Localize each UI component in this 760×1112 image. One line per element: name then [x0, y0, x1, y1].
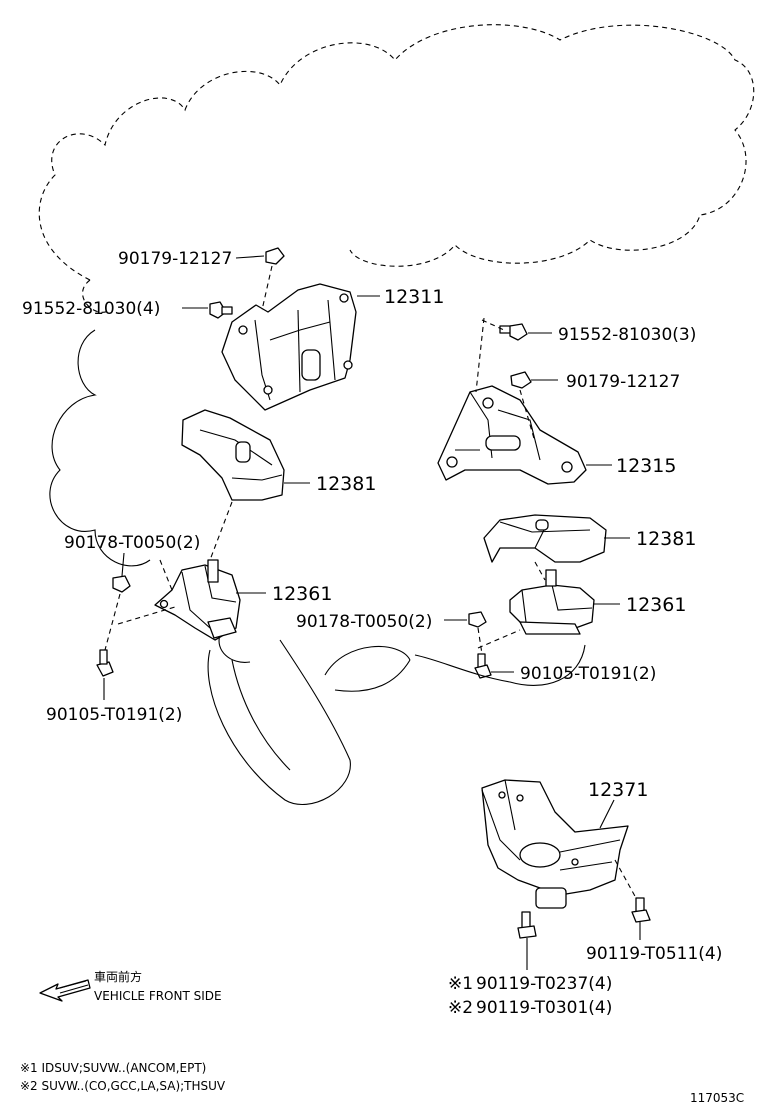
bracket-12311	[221, 283, 357, 411]
callout-labels: 90179-12127 91552-81030(4) 12311 91552-8…	[22, 249, 722, 1018]
label-90179-top: 90179-12127	[118, 249, 232, 269]
bolt-90105-left-icon	[96, 649, 114, 677]
bolt-90179-top-icon	[261, 247, 285, 311]
label-90119-t0237: 90119-T0237(4)	[476, 974, 612, 994]
label-90119-t0301: 90119-T0301(4)	[476, 998, 612, 1018]
engine-outline	[38, 24, 755, 692]
note-2: ※2 SUVW..(CO,GCC,LA,SA);THSUV	[20, 1079, 226, 1093]
bolt-91552-left-icon	[209, 301, 233, 319]
legend-front-en: VEHICLE FRONT SIDE	[94, 989, 222, 1003]
bolt-90119-t0511-icon	[614, 859, 651, 923]
vehicle-front-legend: 車両前方 VEHICLE FRONT SIDE	[39, 969, 222, 1003]
nut-90179-right-icon	[510, 371, 532, 389]
label-12381-right: 12381	[636, 528, 696, 550]
label-12381-left: 12381	[316, 473, 376, 495]
note-1: ※1 IDSUV;SUVW..(ANCOM,EPT)	[20, 1061, 206, 1075]
mount-12361-right	[509, 569, 595, 635]
nut-90178-right-icon	[468, 611, 487, 628]
label-12361-right: 12361	[626, 594, 686, 616]
transmission-tube	[207, 634, 351, 805]
mount-12371	[481, 779, 629, 909]
nut-90178-left-icon	[112, 575, 131, 593]
figure-id: 117053C	[690, 1091, 744, 1105]
insulator-12381-right	[483, 514, 607, 563]
assembly-lines-right-mid	[414, 561, 586, 686]
bracket-12315	[437, 385, 587, 485]
label-91552-left: 91552-81030(4)	[22, 299, 160, 319]
label-90105-right: 90105-T0191(2)	[520, 664, 656, 684]
label-90179-right: 90179-12127	[566, 372, 680, 392]
assembly-lines-left	[104, 501, 233, 651]
label-91552-right: 91552-81030(3)	[558, 325, 696, 345]
label-90178-left: 90178-T0050(2)	[64, 533, 200, 553]
label-90178-right: 90178-T0050(2)	[296, 612, 432, 632]
front-arrow-icon	[39, 979, 91, 1002]
bolt-91552-right-icon	[499, 323, 528, 341]
bolt-90119-t0237-icon	[517, 911, 537, 939]
label-12361-left: 12361	[272, 583, 332, 605]
label-12371: 12371	[588, 779, 648, 801]
mark-2: ※2	[448, 998, 473, 1018]
label-12315: 12315	[616, 455, 676, 477]
mount-12361-left	[154, 559, 241, 641]
leader-lines	[103, 255, 641, 970]
label-12311: 12311	[384, 286, 444, 308]
legend-front-jp: 車両前方	[94, 969, 142, 984]
footnotes: ※1 IDSUV;SUVW..(ANCOM,EPT) ※2 SUVW..(CO,…	[20, 1061, 744, 1105]
assembly-lines-right-top	[475, 317, 536, 443]
mark-1: ※1	[448, 974, 473, 994]
insulator-12381-left	[181, 409, 285, 501]
label-90119-t0511: 90119-T0511(4)	[586, 944, 722, 964]
label-90105-left: 90105-T0191(2)	[46, 705, 182, 725]
